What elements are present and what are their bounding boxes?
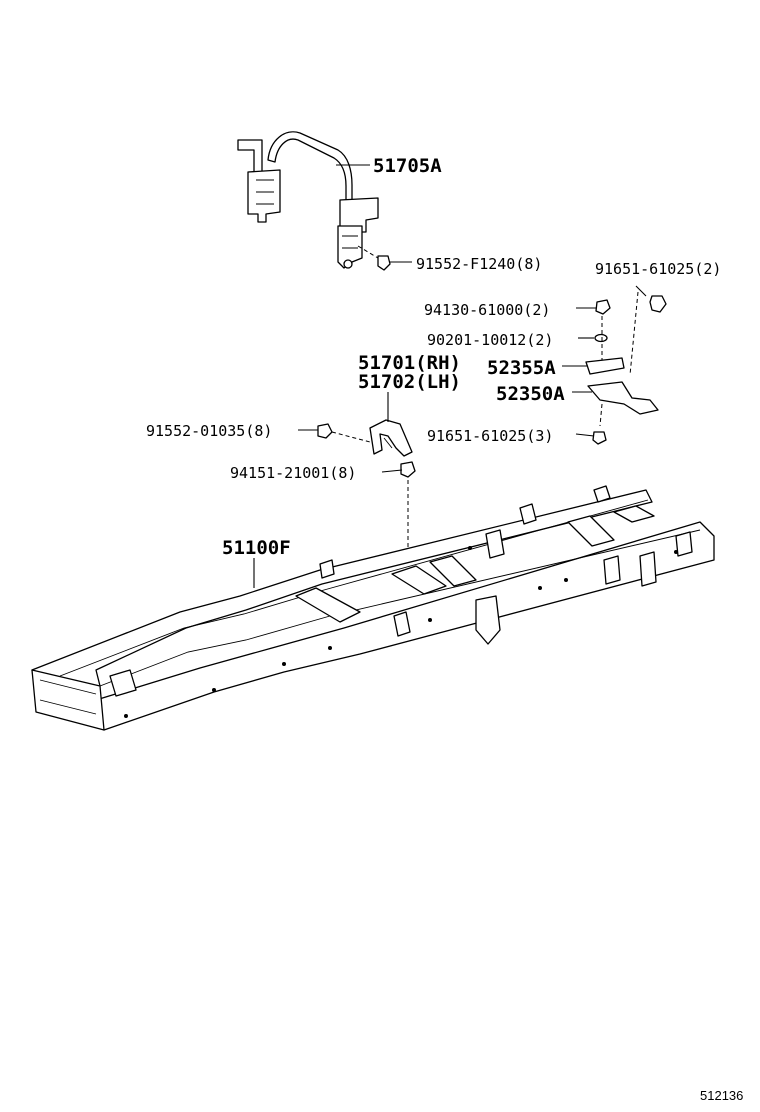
label-nut-side: 94151-21001(8) xyxy=(230,464,356,482)
label-bolt-carrier: 91552-F1240(8) xyxy=(416,255,542,273)
bolt-side-illustration xyxy=(317,423,371,443)
label-nut: 94130-61000(2) xyxy=(424,301,550,319)
label-bolt-lower: 91651-61025(3) xyxy=(427,427,553,445)
nut-side-illustration xyxy=(400,461,416,478)
frame-illustration xyxy=(31,485,715,731)
bolt-lower-illustration xyxy=(592,431,607,445)
figure-number: 512136 xyxy=(700,1088,743,1103)
bracket-lower-illustration xyxy=(587,381,659,415)
washer-illustration xyxy=(594,333,608,343)
nut-illustration xyxy=(595,299,611,315)
leader-bolt-lower xyxy=(575,433,595,437)
label-bracket-lh: 51702(LH) xyxy=(358,371,461,393)
label-bolt-bracket: 91651-61025(2) xyxy=(595,260,721,278)
leader-nut-side xyxy=(381,469,403,473)
bolt-bracket-illustration xyxy=(635,285,667,313)
label-frame: 51100F xyxy=(222,537,291,559)
label-bracket-rh: 51701(RH) xyxy=(358,352,461,374)
label-spare-carrier: 51705A xyxy=(373,155,442,177)
spare-tire-carrier-illustration xyxy=(237,131,379,269)
label-washer: 90201-10012(2) xyxy=(427,331,553,349)
bracket-rh-lh-illustration xyxy=(369,419,413,457)
label-bolt-side: 91552-01035(8) xyxy=(146,422,272,440)
label-bracket-upper: 52355A xyxy=(487,357,556,379)
bolt-carrier-illustration xyxy=(357,245,391,271)
label-bracket-lower: 52350A xyxy=(496,383,565,405)
bracket-upper-illustration xyxy=(585,357,625,375)
